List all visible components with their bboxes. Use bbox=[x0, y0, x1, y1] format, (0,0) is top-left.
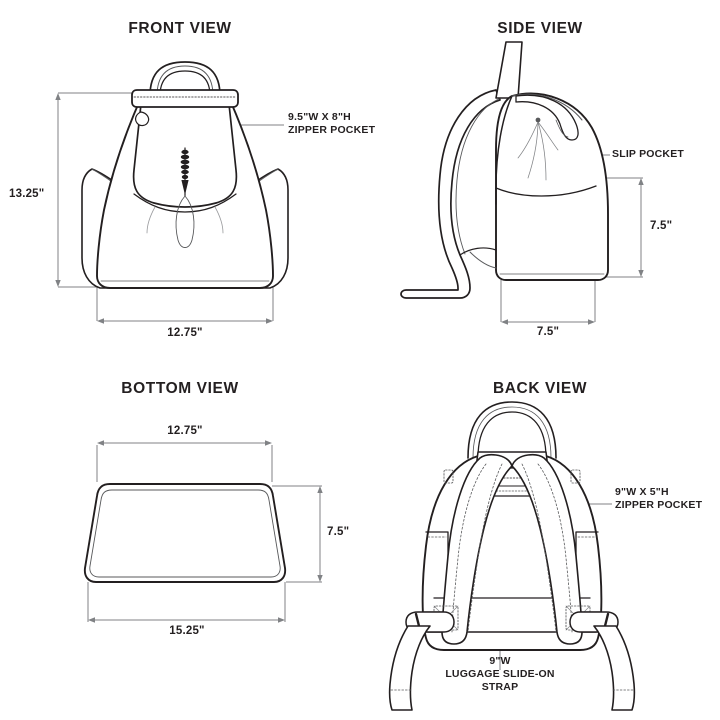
back-luggage-strap-line1: 9"W bbox=[489, 655, 511, 667]
side-slip-pocket-callout: SLIP POCKET bbox=[612, 148, 685, 160]
front-bag-illustration bbox=[81, 61, 289, 289]
bottom-bottom-width-dimension-label: 15.25" bbox=[169, 625, 205, 637]
bottom-dimension-lines bbox=[87, 440, 323, 623]
back-zipper-pocket-line2: ZIPPER POCKET bbox=[615, 499, 703, 511]
bottom-view-drawing bbox=[83, 440, 323, 623]
side-view-drawing bbox=[400, 41, 644, 325]
back-view-drawing bbox=[388, 401, 636, 711]
front-view-panel: FRONT VIEW bbox=[0, 0, 375, 360]
front-height-dimension-label: 13.25" bbox=[9, 188, 45, 200]
bottom-view-title: BOTTOM VIEW bbox=[121, 380, 239, 397]
back-luggage-strap-callout: 9"W LUGGAGE SLIDE-ON STRAP bbox=[400, 655, 600, 694]
front-zipper-pocket-line2: ZIPPER POCKET bbox=[288, 124, 376, 136]
side-view-title: SIDE VIEW bbox=[497, 20, 583, 37]
bottom-depth-dimension-label: 7.5" bbox=[327, 526, 350, 538]
back-luggage-strap-line3: STRAP bbox=[481, 681, 519, 693]
back-zipper-pocket-callout: 9"W X 5"H ZIPPER POCKET bbox=[615, 486, 702, 512]
tassel-pull bbox=[180, 147, 190, 197]
back-view-panel: BACK VIEW bbox=[360, 360, 720, 720]
back-view-title: BACK VIEW bbox=[492, 380, 588, 397]
front-view-drawing bbox=[55, 61, 289, 324]
back-luggage-strap-line2: LUGGAGE SLIDE-ON bbox=[445, 668, 555, 680]
front-width-dimension-label: 12.75" bbox=[167, 327, 203, 339]
bottom-panel-illustration bbox=[83, 483, 287, 583]
side-height-dimension-label: 7.5" bbox=[650, 220, 673, 232]
side-bag-illustration bbox=[400, 41, 609, 299]
bottom-view-panel: BOTTOM VIEW bbox=[0, 360, 360, 720]
bottom-top-width-dimension-label: 12.75" bbox=[167, 425, 203, 437]
side-view-panel: SIDE VIEW bbox=[360, 0, 720, 360]
back-zipper-pocket-line1: 9"W X 5"H bbox=[615, 486, 669, 498]
side-width-dimension-label: 7.5" bbox=[536, 326, 560, 338]
back-bag-illustration bbox=[388, 401, 636, 711]
front-view-title: FRONT VIEW bbox=[128, 20, 232, 37]
front-zipper-pocket-line1: 9.5"W X 8"H bbox=[288, 111, 351, 123]
front-zipper-pocket-callout: 9.5"W X 8"H ZIPPER POCKET bbox=[288, 111, 375, 137]
